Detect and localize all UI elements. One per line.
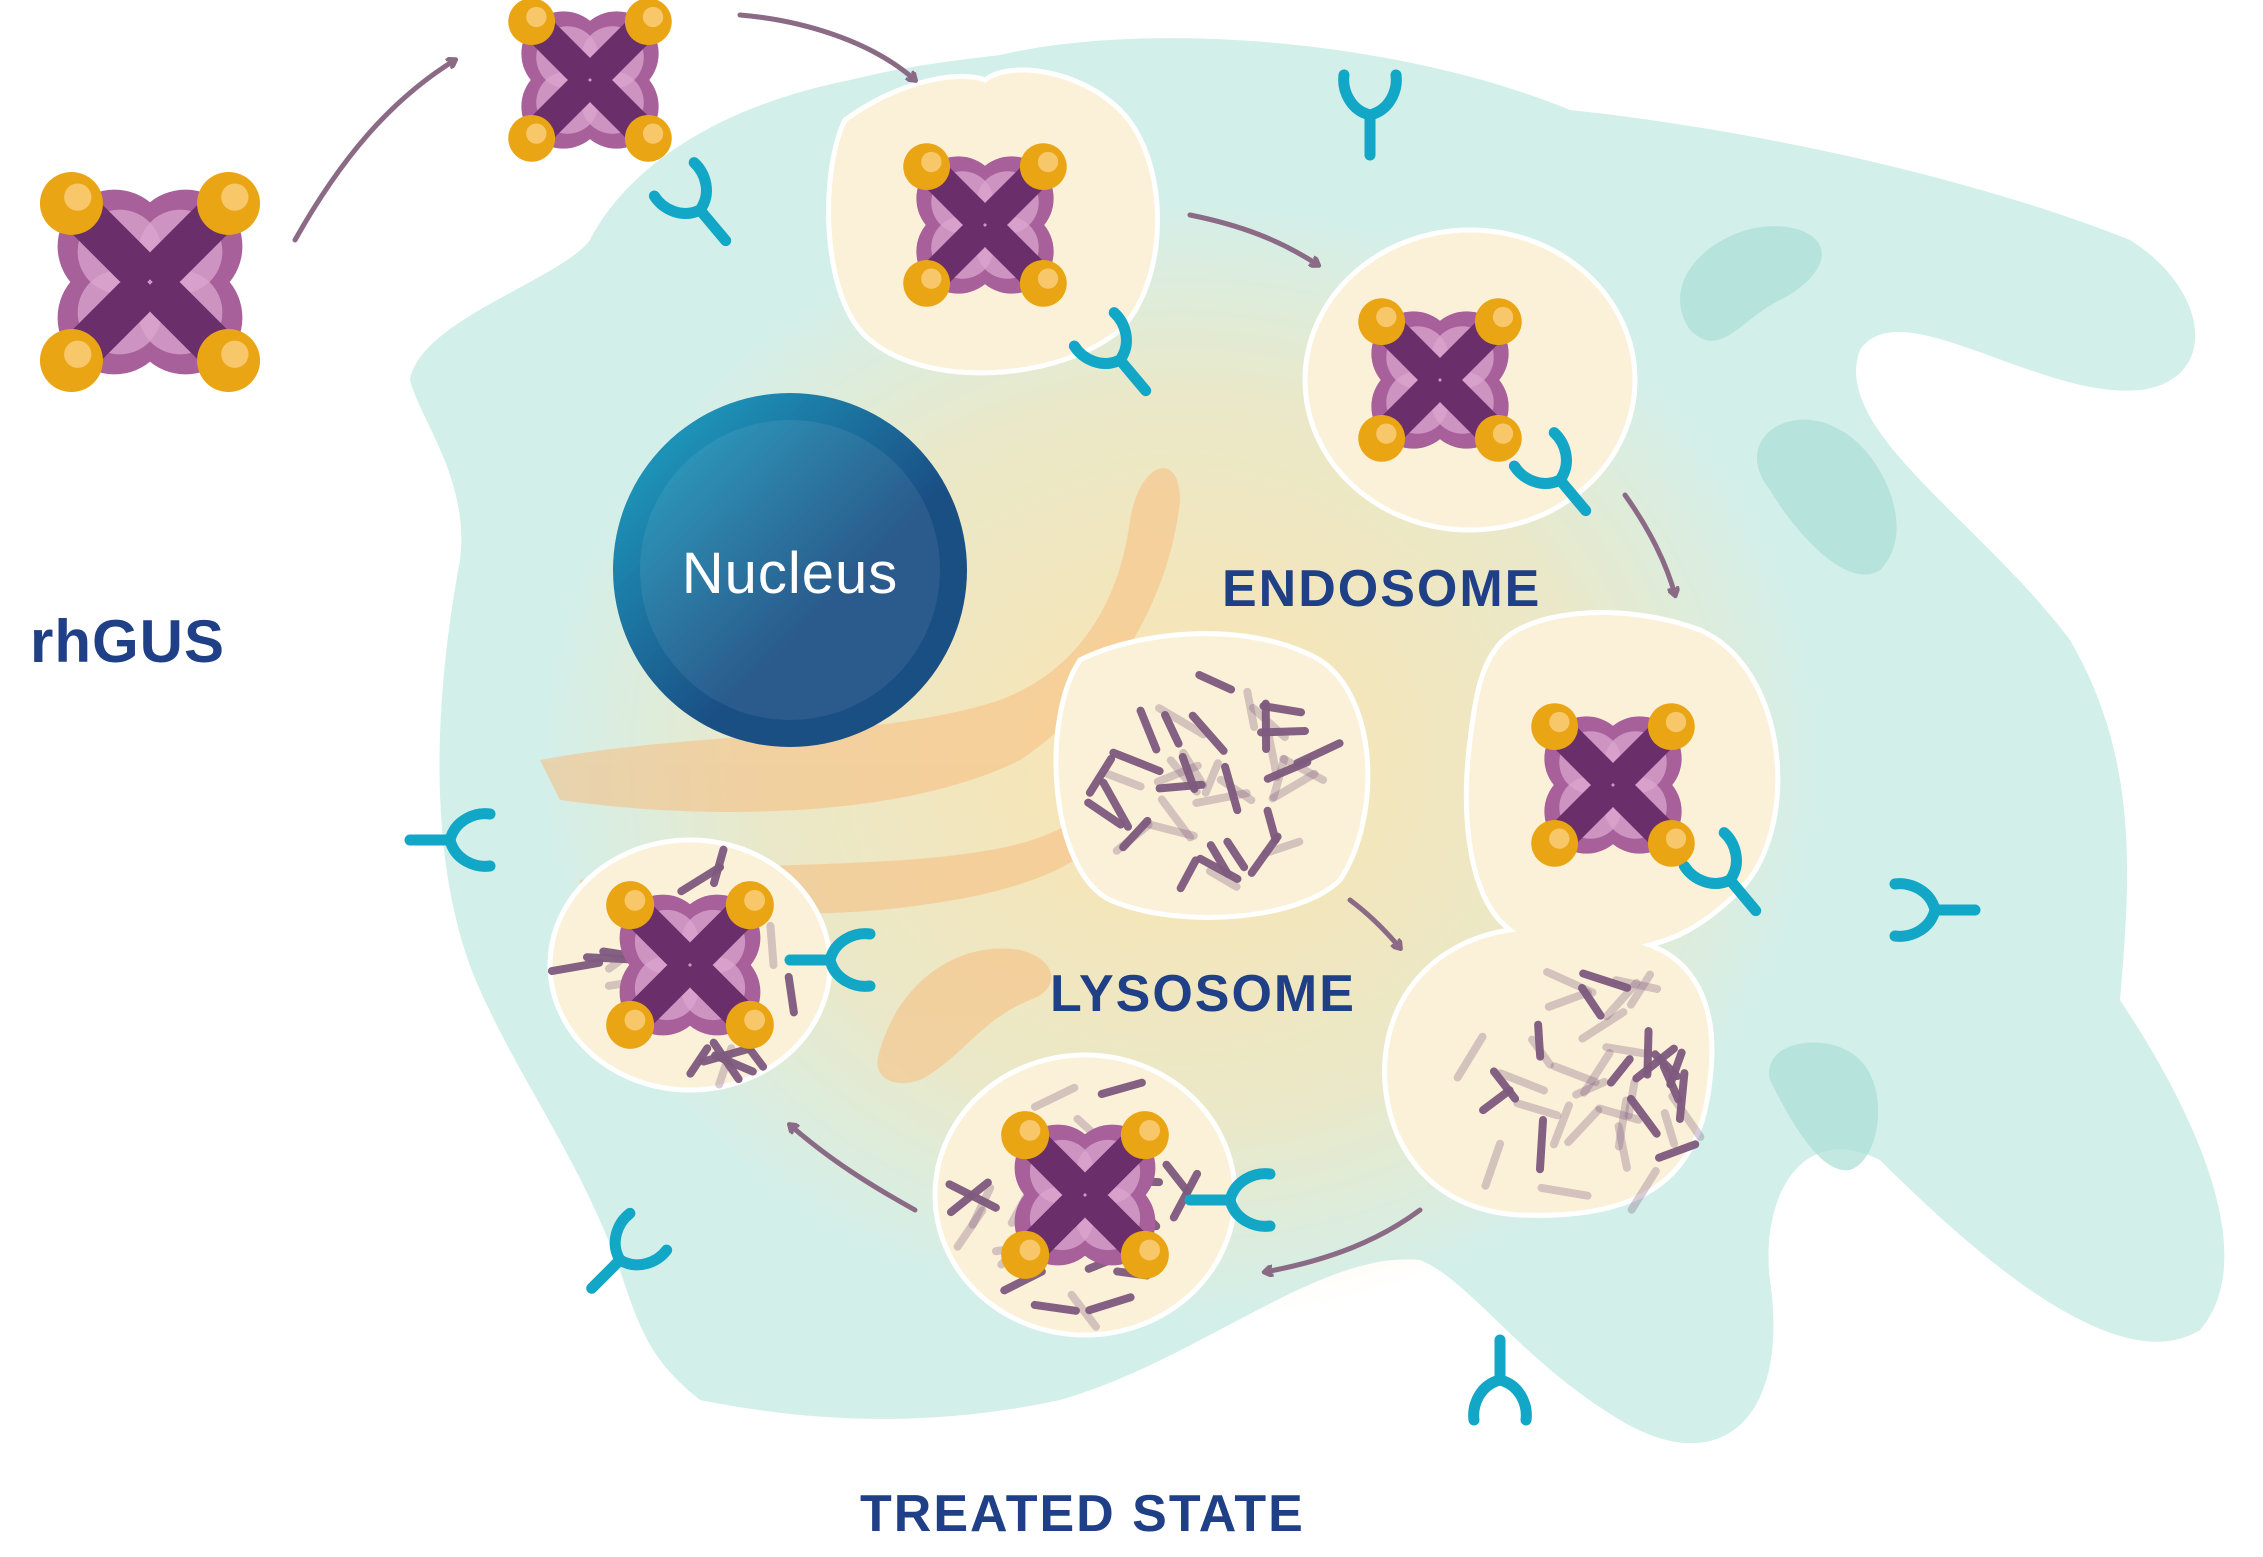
rhgus-label: rhGUS <box>30 612 225 672</box>
arrow <box>295 60 455 240</box>
rhgus-enzyme <box>606 881 774 1049</box>
substrate-rod <box>789 977 794 1012</box>
substrate-rod <box>770 926 773 965</box>
rhgus-enzyme <box>1531 703 1694 866</box>
rhgus-enzyme <box>508 0 671 162</box>
lysosome-label: LYSOSOME <box>1050 968 1356 1020</box>
rhgus-enzyme <box>903 143 1066 306</box>
rhgus-enzyme <box>40 172 260 392</box>
arrow <box>740 15 915 80</box>
rhgus-enzyme <box>1358 298 1521 461</box>
rhgus-enzyme <box>1001 1111 1169 1279</box>
substrate-rod <box>1540 1120 1543 1169</box>
substrate-rod <box>1261 731 1305 732</box>
endosome-label: ENDOSOME <box>1222 563 1541 615</box>
nucleus-label: Nucleus <box>620 545 960 603</box>
treated-state-label: TREATED STATE <box>860 1488 1305 1540</box>
receptor-icon <box>1474 1340 1527 1420</box>
